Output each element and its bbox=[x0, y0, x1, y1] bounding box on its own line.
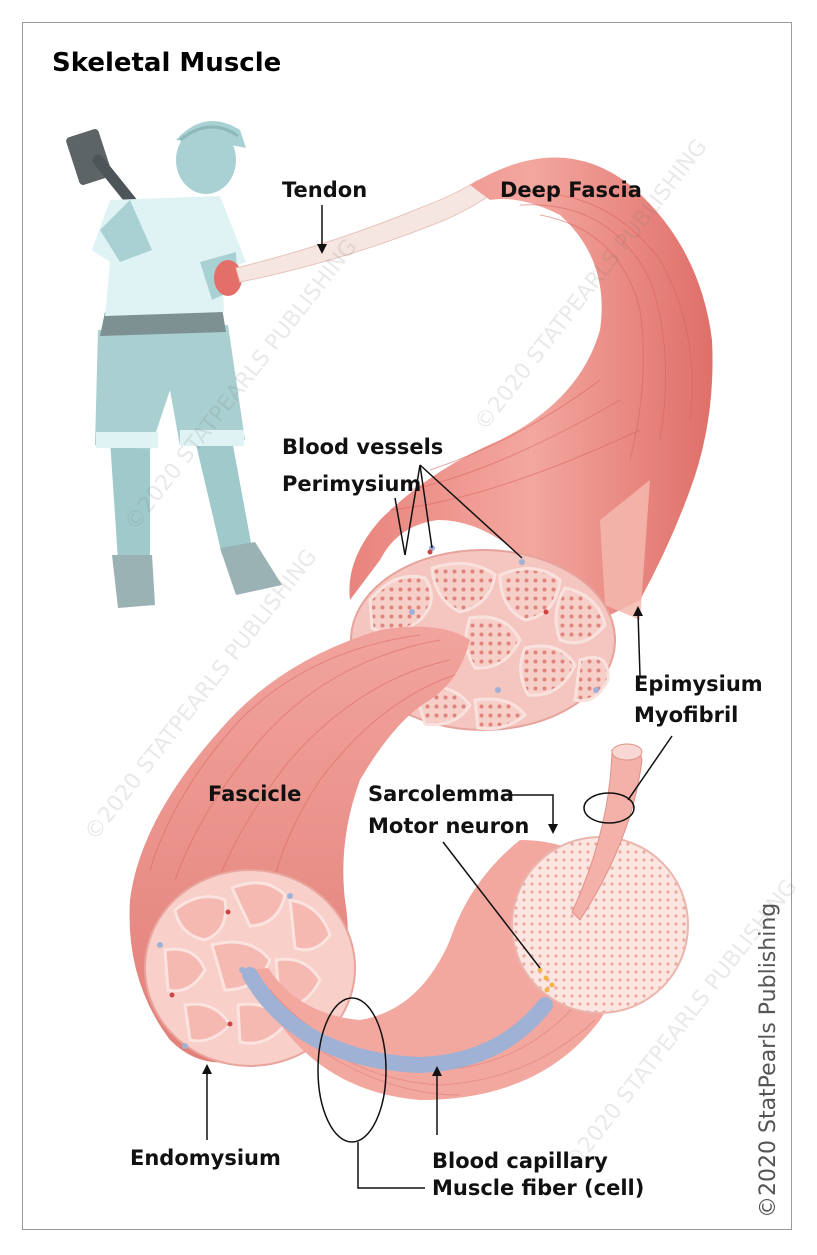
label-muscle-fiber: Muscle fiber (cell) bbox=[432, 1178, 644, 1199]
tendon-shape bbox=[236, 180, 500, 282]
copyright-text: ©2020 StatPearls Publishing bbox=[756, 1187, 781, 1218]
label-blood-vessels: Blood vessels bbox=[282, 437, 443, 458]
label-motor-neuron: Motor neuron bbox=[368, 816, 529, 837]
label-epimysium: Epimysium bbox=[634, 674, 763, 695]
label-fascicle: Fascicle bbox=[208, 784, 301, 805]
label-sarcolemma: Sarcolemma bbox=[368, 784, 514, 805]
label-perimysium: Perimysium bbox=[282, 474, 421, 495]
label-deep-fascia: Deep Fascia bbox=[500, 180, 642, 201]
figure-title: Skeletal Muscle bbox=[52, 48, 281, 78]
label-tendon: Tendon bbox=[282, 180, 367, 201]
label-myofibril: Myofibril bbox=[634, 705, 738, 726]
label-endomysium: Endomysium bbox=[130, 1148, 281, 1169]
label-blood-capillary: Blood capillary bbox=[432, 1151, 608, 1172]
